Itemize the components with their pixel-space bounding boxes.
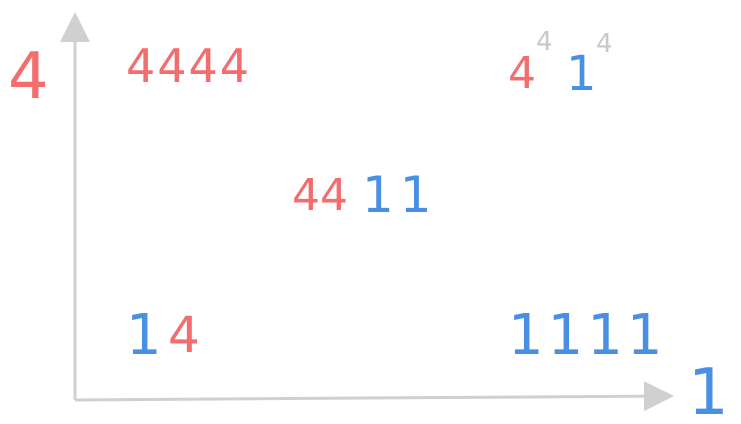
exponent-four: 4 <box>536 27 553 57</box>
center-one-part: 11 <box>362 166 438 224</box>
bottom-left-four-part: 4 <box>168 306 200 364</box>
center-four-part: 44 <box>292 170 348 221</box>
bottom-left-one-part: 1 <box>126 303 162 368</box>
cell-center: 44 11 <box>292 166 438 224</box>
y-axis-label: 4 <box>8 40 49 114</box>
exponent-one: 4 <box>596 29 613 59</box>
cell-bottom-left: 1 4 <box>126 303 200 368</box>
cell-bottom-right: 1111 <box>508 303 667 368</box>
cell-top-left: 4444 <box>126 39 251 93</box>
cell-top-right: 4 4 1 4 <box>508 27 613 102</box>
base-one: 1 <box>566 46 597 102</box>
base-four: 4 <box>508 48 536 99</box>
x-axis <box>74 381 674 412</box>
x-axis-label: 1 <box>688 356 729 424</box>
